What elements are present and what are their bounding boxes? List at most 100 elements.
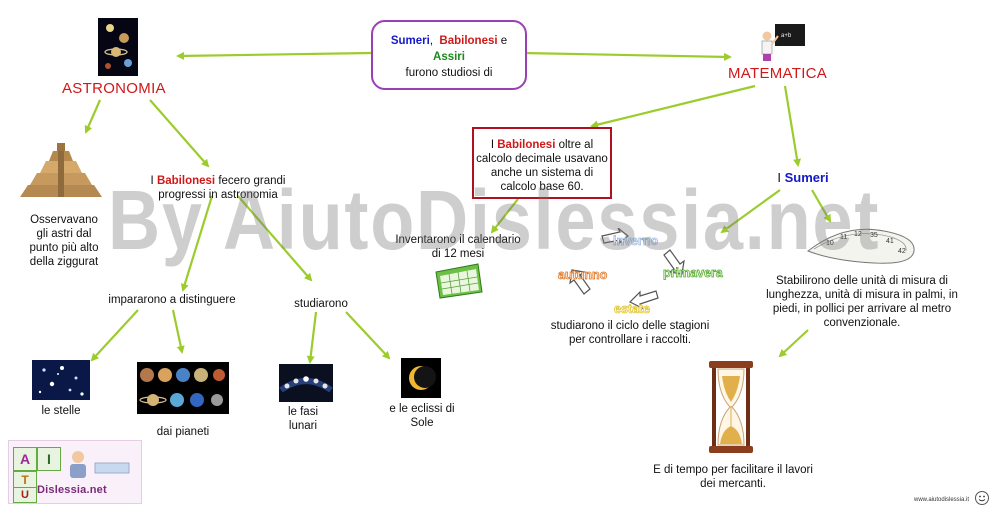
tempo-line: E di tempo per facilitare il lavori <box>653 464 813 476</box>
arrow-impararono-to-stelle <box>90 309 139 362</box>
sumeri-word: Sumeri <box>784 170 829 185</box>
svg-text:35: 35 <box>870 232 878 239</box>
season-estate: estate <box>614 302 651 317</box>
misura-line: Stabilirono delle unità di misura di <box>776 275 948 287</box>
logo-letter-u: U <box>13 487 37 503</box>
box-babilonesi: Babilonesi <box>497 139 556 151</box>
fasi-text: le fasi lunari <box>272 405 334 433</box>
logo: A I T U Dislessia.net <box>8 440 142 504</box>
box-line: anche un sistema di <box>490 167 594 179</box>
svg-text:41: 41 <box>886 238 894 245</box>
sumeri-label: I Sumeri <box>758 171 848 185</box>
calendario-line: di 12 mesi <box>431 248 485 260</box>
calendario-line: Inventarono il calendario <box>395 234 521 246</box>
arrow-impararono-to-pianeti <box>171 309 185 354</box>
eclipse-icon <box>401 358 441 398</box>
stagioni-text: studiarono il ciclo delle stagioni per c… <box>540 319 720 347</box>
logo-child-icon <box>70 451 86 478</box>
planets-icon <box>98 18 138 76</box>
eclissi-line: Sole <box>410 417 434 429</box>
top-assiri: Assiri <box>433 51 465 63</box>
logo-letter-i: I <box>37 447 61 471</box>
watermark: By AiutoDislessia.net <box>108 173 881 267</box>
ziggurat-line: Osservavano <box>30 214 98 226</box>
season-inverno: inverno <box>613 234 659 249</box>
top-e: e <box>500 35 508 47</box>
babilonesi-word: Babilonesi <box>156 175 216 187</box>
calendario-text: Inventarono il calendario di 12 mesi <box>388 233 528 261</box>
misura-line: piedi, in pollici per arrivare al metro <box>772 303 952 315</box>
credit-text: www.aiutodislessia.it <box>914 497 970 503</box>
arrow-sumeri-to-stagioni <box>720 189 781 234</box>
babilonesi-post: fecero grandi <box>218 175 286 187</box>
box-line: calcolo base 60. <box>500 181 584 193</box>
arrow-babilonesi-to-impararono <box>180 195 214 292</box>
pianeti-text: dai pianeti <box>156 426 210 438</box>
misura-line: lunghezza, unità di misura in palmi, in <box>766 289 958 301</box>
smiley-icon <box>975 491 989 505</box>
matematica-title: MATEMATICA <box>728 65 828 82</box>
babilonesi-astronomia-text: I Babilonesi fecero grandi progressi in … <box>138 174 298 202</box>
measuring-tape-icon: 10 11 12 35 41 42 <box>806 228 915 264</box>
misura-line: convenzionale. <box>823 317 901 329</box>
arrow-studiarono-to-fasi <box>306 311 318 364</box>
stars-icon <box>32 360 90 400</box>
babilonesi-line2: progressi in astronomia <box>158 189 278 201</box>
svg-text:12: 12 <box>854 231 862 238</box>
tempo-line: dei mercanti. <box>700 478 766 490</box>
stagioni-line: per controllare i raccolti. <box>568 334 692 346</box>
arrow-studiarono-to-eclissi <box>345 311 391 360</box>
svg-text:42: 42 <box>898 248 906 255</box>
box-line: calcolo decimale usavano <box>476 153 608 165</box>
season-autunno: autunno <box>558 268 608 283</box>
calendar-icon <box>435 263 483 299</box>
arrow-astronomia-to-babilonesi <box>149 99 210 168</box>
seasons-cycle-icon <box>569 228 685 310</box>
top-line2: furono studiosi di <box>405 67 493 79</box>
eclissi-text: e le eclissi di Sole <box>374 402 470 430</box>
teacher-blackboard-icon: a+b <box>761 24 805 61</box>
stagioni-line: studiarono il ciclo delle stagioni <box>550 320 710 332</box>
logo-book-icon <box>94 462 130 474</box>
season-primavera: primavera <box>663 266 723 281</box>
impararono-text: impararono a distinguere <box>108 294 236 306</box>
arrow-babilonesi-to-studiarono <box>237 195 313 282</box>
svg-text:11: 11 <box>840 234 847 241</box>
arrow-matematica-to-box <box>590 84 756 129</box>
ziggurat-line: gli astri dal <box>36 228 92 240</box>
stelle-text: le stelle <box>41 405 81 417</box>
arrow-top-to-astronomia <box>176 51 372 60</box>
eclissi-line: e le eclissi di <box>389 403 455 415</box>
box-post: oltre al <box>558 139 594 151</box>
svg-text:10: 10 <box>826 240 834 247</box>
babilonesi-math-box: I Babilonesi oltre al calcolo decimale u… <box>472 127 612 199</box>
top-sumeri: Sumeri <box>390 35 430 47</box>
ziggurat-line: della ziggurat <box>29 256 99 268</box>
arrow-top-to-matematica <box>522 51 732 61</box>
misura-text: Stabilirono delle unità di misura di lun… <box>752 274 972 330</box>
babilonesi-pre: I <box>150 175 154 187</box>
arrow-matematica-to-sumeri <box>783 85 801 167</box>
ziggurat-text: Osservavano gli astri dal punto più alto… <box>18 213 110 269</box>
arrow-box-to-calendario <box>490 198 519 234</box>
moon-phases-icon <box>279 364 333 402</box>
fasi-line: le fasi <box>287 406 319 418</box>
logo-text: Dislessia.net <box>37 484 107 496</box>
studiarono-text: studiarono <box>294 298 348 310</box>
arrow-misura-to-tempo <box>778 329 809 358</box>
logo-letter-a: A <box>13 447 37 471</box>
planets-grid-icon <box>137 362 229 414</box>
arrow-sumeri-to-misura <box>811 189 832 223</box>
top-box: Sumeri, Babilonesi e Assiri furono studi… <box>371 20 527 90</box>
sumeri-pre: I <box>777 170 781 185</box>
ziggurat-icon <box>20 143 102 197</box>
top-babilonesi: Babilonesi <box>439 35 498 47</box>
tempo-text: E di tempo per facilitare il lavori dei … <box>628 463 838 491</box>
ziggurat-line: punto più alto <box>29 242 99 254</box>
logo-letter-t: T <box>13 471 37 489</box>
fasi-line: lunari <box>288 420 318 432</box>
hourglass-icon <box>709 361 753 453</box>
box-pre: I <box>490 139 495 151</box>
arrow-astronomia-to-ziggurat <box>84 99 102 134</box>
